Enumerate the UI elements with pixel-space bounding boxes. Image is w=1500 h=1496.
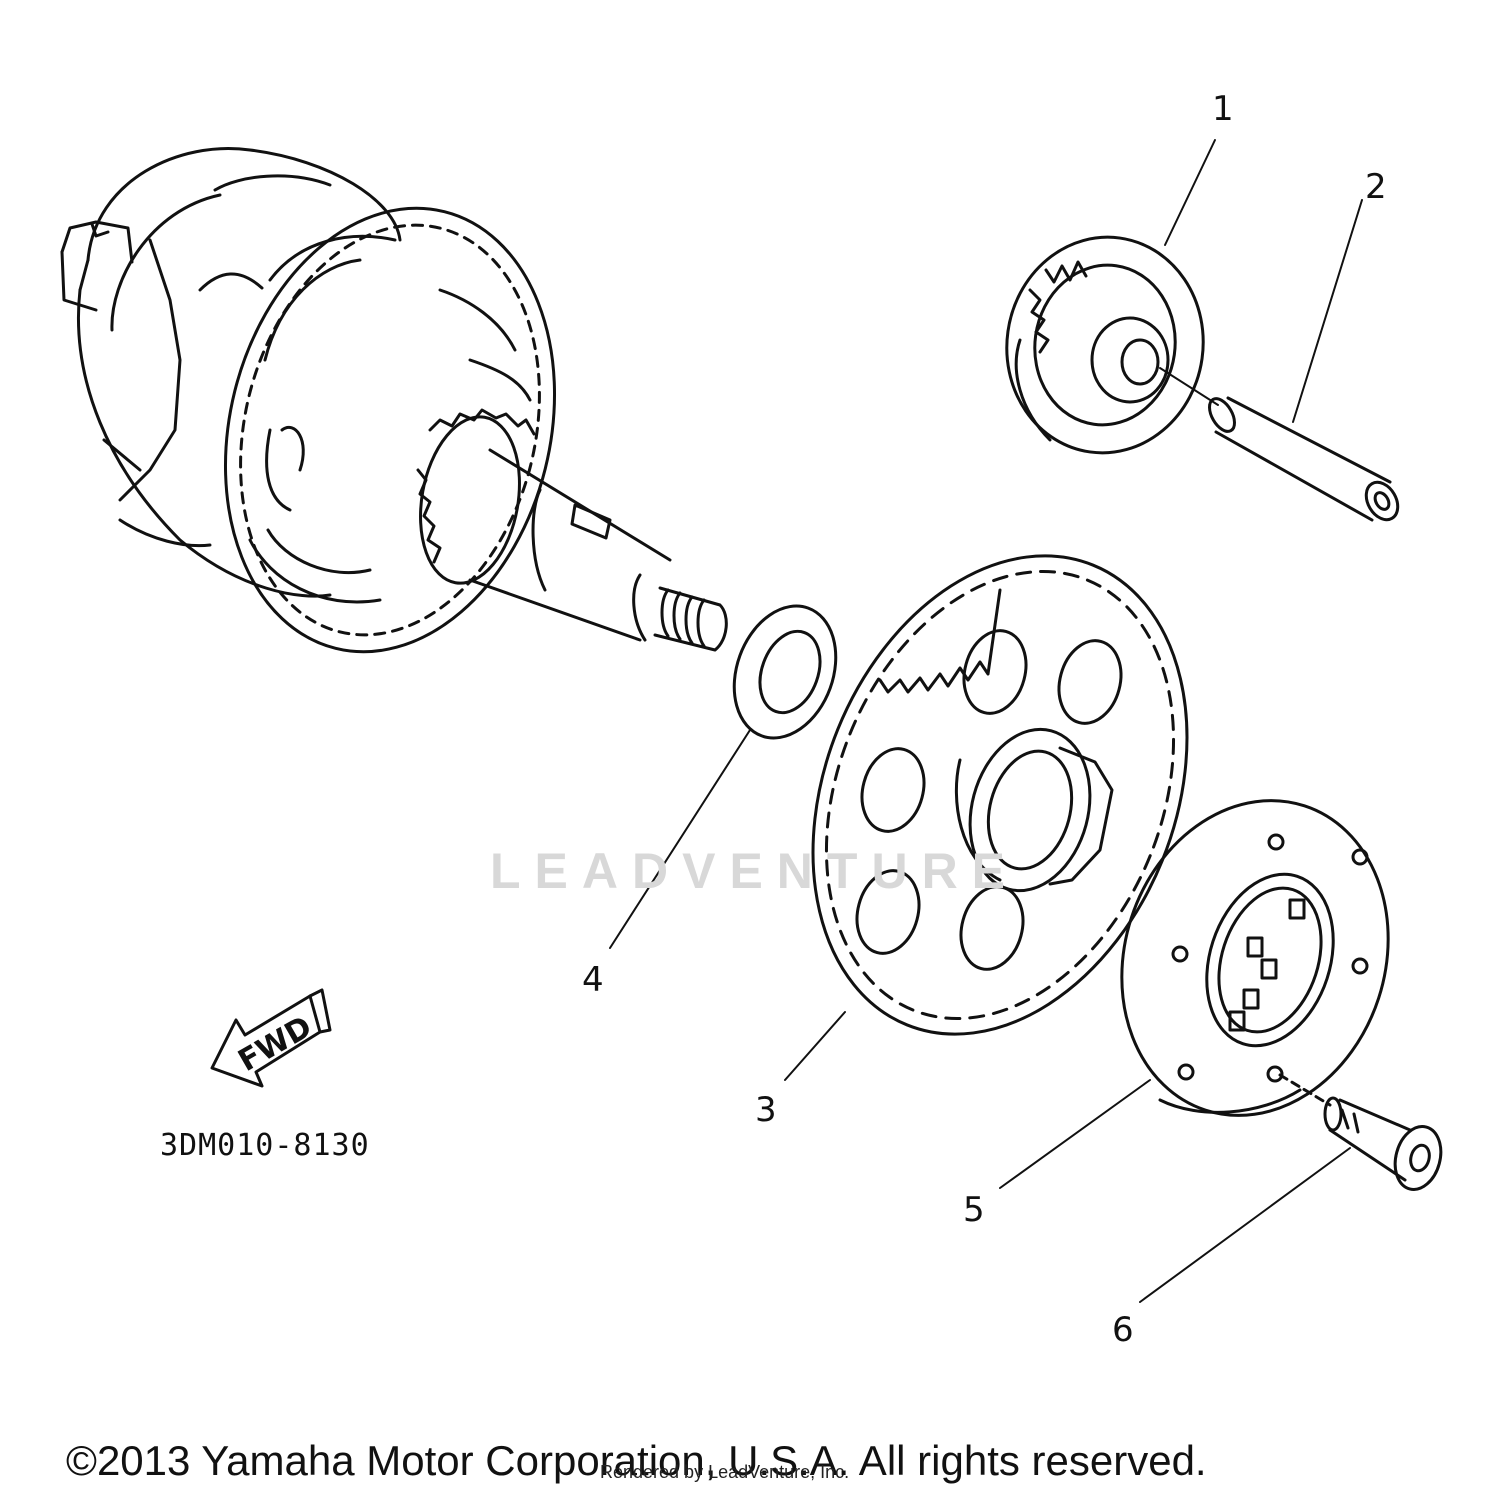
callout-2: 2 [1365,167,1387,207]
idle-gear [1005,235,1205,455]
bolt [1278,1073,1443,1191]
callout-4: 4 [582,960,604,1000]
fwd-label: FWD [233,1009,318,1079]
fwd-arrow-icon [210,988,332,1088]
diagram-code: 3DM010-8130 [160,1128,370,1163]
callout-5: 5 [963,1190,985,1230]
starter-wheel-gear [811,554,1189,1036]
washer [732,604,838,740]
callout-1: 1 [1212,89,1234,129]
rendered-by-notice: Rendered by LeadVenture, Inc. [600,1462,850,1482]
leader-lines [609,139,1363,1303]
copyright-notice: ©2013 Yamaha Motor Corporation, U.S.A. A… [66,1437,1207,1484]
shaft-pin [1159,367,1400,522]
watermark: LEADVENTURE [490,843,1020,899]
crankshaft-assembly [60,147,728,654]
callout-3: 3 [755,1090,777,1130]
starter-clutch [1120,799,1390,1117]
callout-6: 6 [1112,1310,1134,1350]
